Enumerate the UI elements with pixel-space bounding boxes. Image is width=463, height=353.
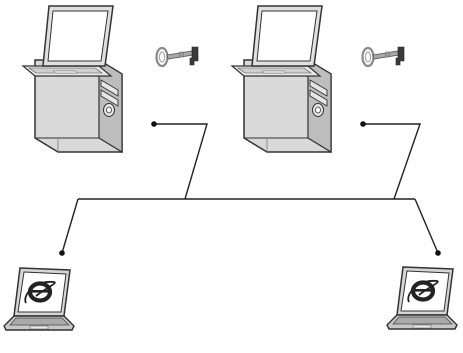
endpoint-server-right — [360, 121, 366, 127]
endpoint-client-right — [435, 250, 441, 256]
link-endpoints — [59, 121, 441, 256]
link-server-right — [363, 123, 421, 200]
link-client-right — [414, 198, 439, 254]
key-icon — [361, 45, 406, 68]
network-links — [61, 123, 439, 254]
endpoint-client-left — [59, 250, 65, 256]
link-server-left — [154, 123, 208, 200]
server-tower-with-laptop-icon — [231, 5, 332, 153]
server-tower-with-laptop-icon — [22, 5, 123, 153]
endpoint-server-left — [151, 121, 157, 127]
laptop-icon — [4, 268, 74, 330]
link-client-left — [61, 198, 79, 254]
key-icon — [155, 45, 200, 68]
laptop-icon — [387, 267, 457, 329]
